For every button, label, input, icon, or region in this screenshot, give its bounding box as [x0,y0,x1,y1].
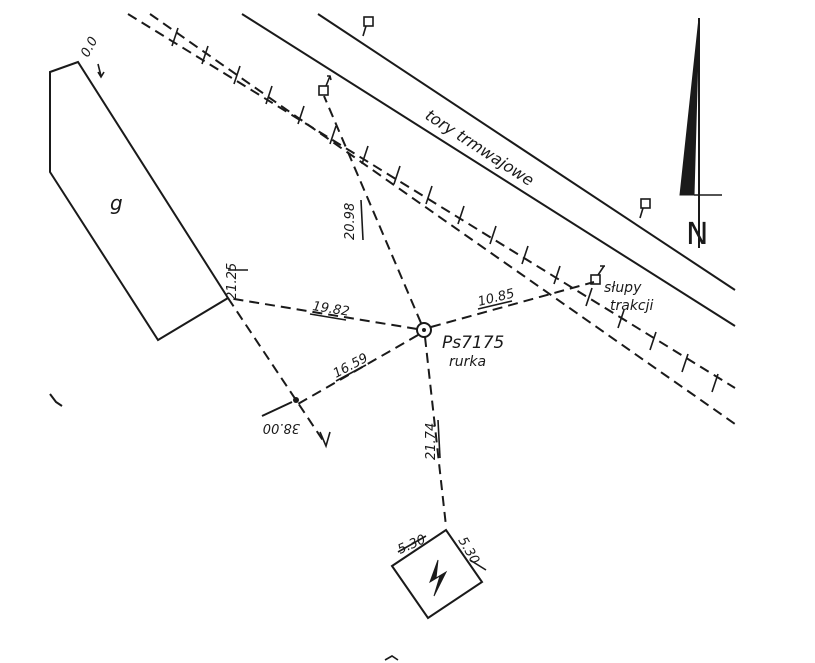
corner-label-left: 21.25 [225,263,240,300]
underline [437,419,441,459]
pole-icon [362,16,374,37]
underline [477,300,513,310]
control-point-icon [416,322,432,338]
pole-icon [639,198,651,219]
edge-fragment [469,559,487,571]
measure-label-transformer: 21.74 [424,423,439,460]
building-outline [49,60,230,342]
measure-line-right-pole [430,281,595,328]
point-type-label: rurka [449,354,486,370]
street-edge-line [241,13,736,327]
poles-label: słupy [604,280,642,296]
underline [309,313,347,321]
street-edge-line [317,13,736,291]
underline [397,535,427,553]
measure-label-building: 19.82 [311,299,350,320]
tram-track-dashed-band [127,13,736,425]
poles-label: trakcji [610,298,654,314]
lightning-icon [429,559,448,597]
corner-label-bottom: 38.00 [263,420,300,435]
transformer-side-label: 5.30 [455,535,482,568]
track-sleepers [171,27,719,393]
measure-label-right-pole: 10.85 [476,286,516,310]
edge-fragment [49,393,63,407]
transformer-box [390,528,484,620]
north-arrow-icon [679,17,722,248]
building-label: g [110,191,123,215]
arrow-icon [319,431,331,449]
corner-label-top: 0.0 [78,35,101,60]
north-label: N [686,217,708,252]
reference-point-marker [261,397,299,417]
page-mark [384,655,399,661]
pole-icon [318,75,332,96]
underline [335,364,367,382]
pole-icon [590,265,605,285]
arrow-icon [97,63,105,79]
underline [360,199,364,241]
measure-line-top-pole [323,95,422,324]
extension-line [227,297,327,446]
measure-label-top-pole: 20.98 [343,203,358,240]
point-id-label: Ps7175 [442,333,504,353]
